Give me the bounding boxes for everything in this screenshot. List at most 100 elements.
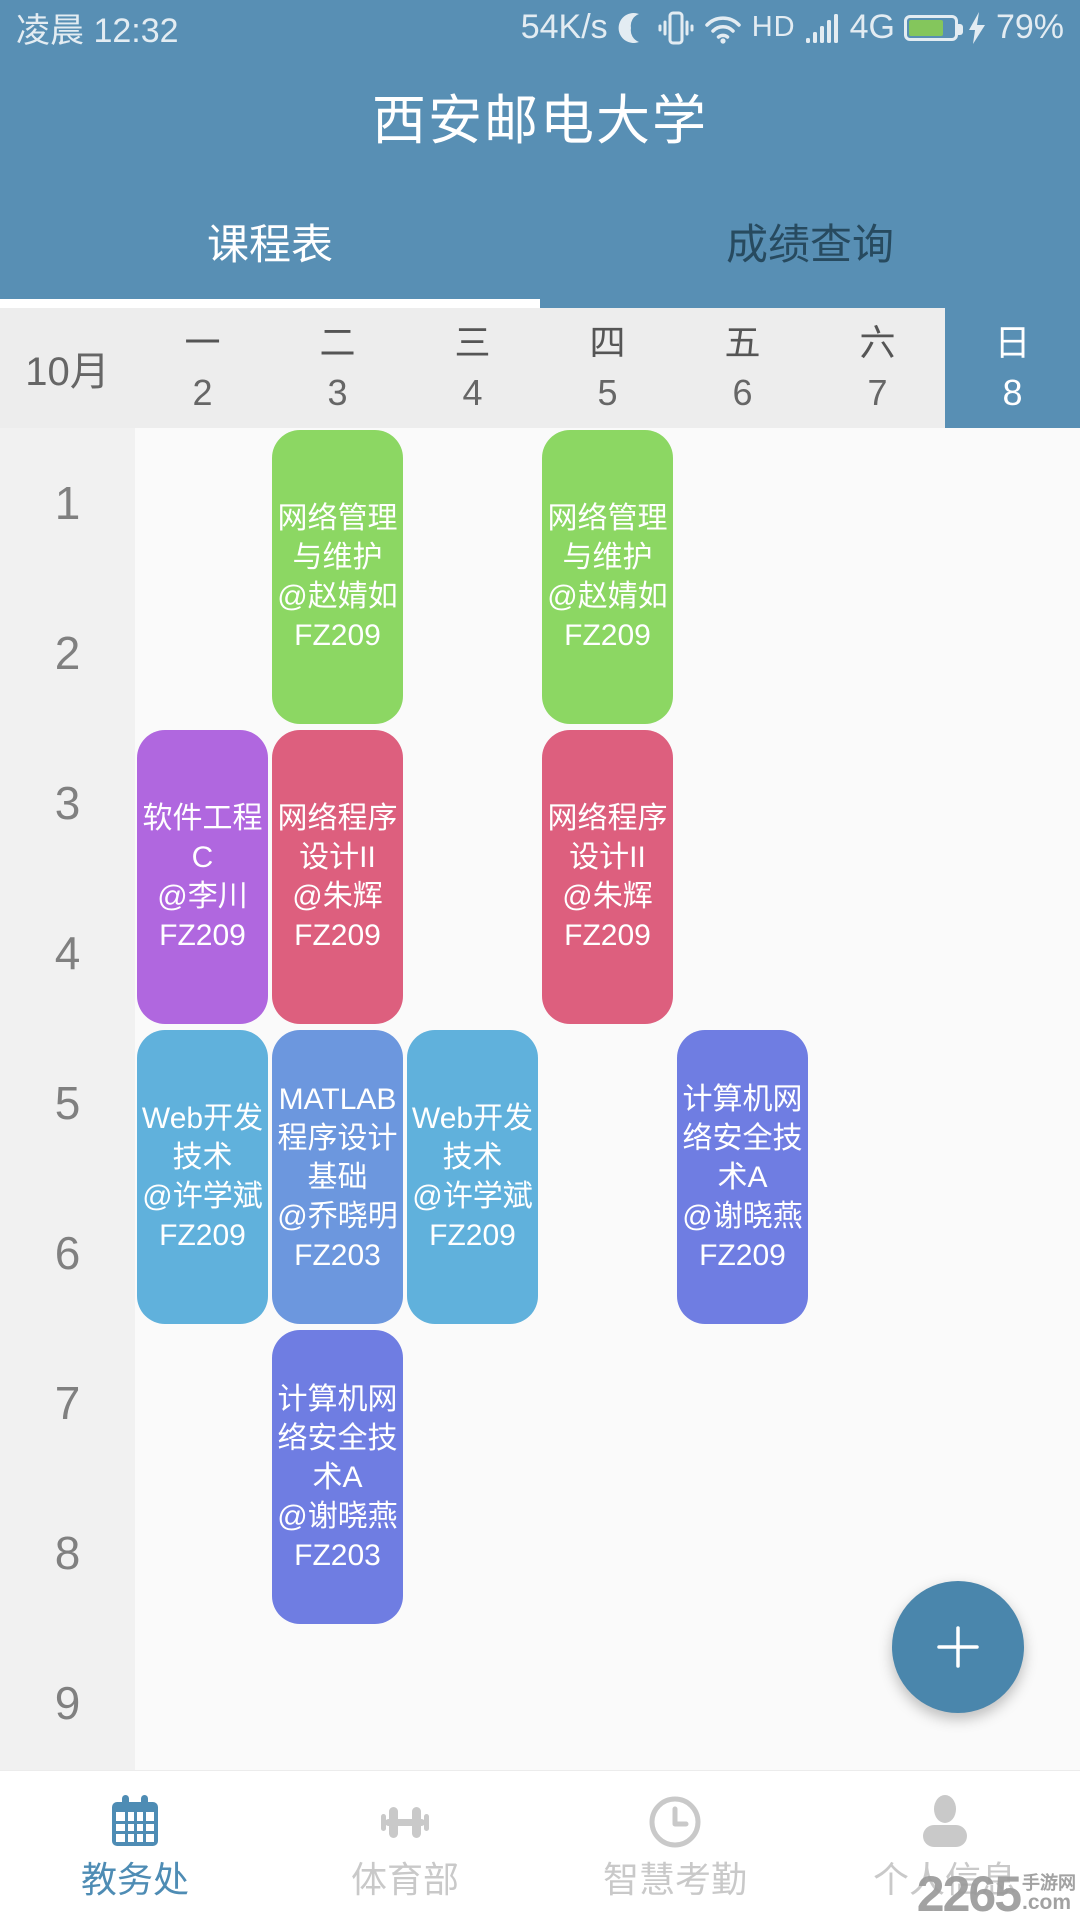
plus-icon	[937, 1626, 979, 1668]
course-block[interactable]: 网络管理与维护 @赵婧如 FZ209	[542, 430, 673, 724]
day-date: 4	[462, 372, 483, 413]
course-room: FZ209	[159, 919, 246, 952]
period-label-7: 7	[54, 1377, 81, 1429]
course-room: FZ209	[294, 919, 381, 952]
course-block[interactable]: 软件工程C @李川 FZ209	[137, 730, 268, 1024]
status-time: 凌晨 12:32	[16, 12, 179, 50]
tab-timetable[interactable]: 课程表	[206, 221, 333, 268]
course-title: MATLAB程序设计基础	[277, 1082, 398, 1194]
vibrate-icon	[658, 9, 694, 47]
battery-fill	[908, 19, 943, 36]
course-title: Web开发技术	[141, 1102, 264, 1174]
wifi-icon	[703, 12, 743, 44]
hd-indicator: HD	[751, 11, 796, 43]
day-name: 四	[589, 322, 626, 363]
clock-icon	[646, 1793, 704, 1856]
course-teacher: @李川	[157, 880, 248, 913]
nav-item-profile[interactable]: 个人信息	[810, 1771, 1080, 1920]
person-icon	[916, 1793, 974, 1856]
active-tab-indicator	[0, 299, 540, 308]
watermark-number: 2265	[916, 1866, 1022, 1920]
page-title: 西安邮电大学	[372, 90, 708, 151]
course-room: FZ209	[294, 619, 381, 652]
course-block[interactable]: 网络程序设计II @朱辉 FZ209	[542, 730, 673, 1024]
watermark: 2265 手游网 .com	[916, 1866, 1076, 1920]
tab-bar: 课程表 成绩查询	[0, 175, 1080, 308]
day-date: 7	[867, 372, 888, 413]
course-title: 网络程序设计II	[277, 802, 398, 874]
period-label-5: 5	[54, 1077, 81, 1129]
battery-icon	[903, 14, 963, 41]
course-title: 计算机网络安全技术A	[277, 1382, 398, 1494]
course-teacher: @谢晓燕	[277, 1499, 398, 1533]
course-teacher: @许学斌	[142, 1180, 263, 1213]
period-label-3: 3	[54, 777, 81, 829]
network-type: 4G	[849, 8, 895, 46]
course-room: FZ209	[564, 919, 651, 952]
course-teacher: @谢晓燕	[682, 1199, 803, 1233]
day-name: 一	[184, 322, 221, 363]
course-title: 计算机网络安全技术A	[682, 1082, 803, 1194]
course-title: 网络程序设计II	[547, 802, 668, 874]
period-label-8: 8	[54, 1527, 81, 1579]
status-bar: 凌晨 12:32 54K/s	[0, 0, 1080, 55]
network-speed: 54K/s	[520, 8, 608, 46]
dumbbell-icon	[376, 1793, 434, 1856]
moon-icon	[617, 11, 649, 45]
course-teacher: @许学斌	[412, 1180, 533, 1213]
nav-label: 个人信息	[872, 1859, 1017, 1900]
course-block[interactable]: 计算机网络安全技术A @谢晓燕 FZ209	[677, 1030, 808, 1324]
tab-grades[interactable]: 成绩查询	[725, 221, 894, 268]
course-block[interactable]: Web开发技术 @许学斌 FZ209	[137, 1030, 268, 1324]
watermark-tag: 手游网	[1022, 1873, 1076, 1893]
day-name: 日	[994, 322, 1031, 363]
course-room: FZ209	[159, 1219, 246, 1252]
course-title: 软件工程C	[142, 802, 263, 874]
course-teacher: @朱辉	[562, 880, 653, 913]
day-date: 3	[327, 372, 348, 413]
course-room: FZ209	[699, 1238, 786, 1272]
course-title: 网络管理与维护	[277, 502, 398, 574]
nav-item-attendance[interactable]: 智慧考勤	[540, 1771, 810, 1920]
nav-item-sports[interactable]: 体育部	[270, 1771, 540, 1920]
battery-percent: 79%	[995, 8, 1064, 46]
period-label-4: 4	[54, 927, 81, 979]
period-label-9: 9	[54, 1677, 81, 1729]
add-course-button[interactable]	[892, 1581, 1024, 1713]
course-block[interactable]: Web开发技术 @许学斌 FZ209	[407, 1030, 538, 1324]
nav-label: 体育部	[350, 1859, 459, 1900]
month-label: 10月	[25, 350, 110, 394]
charging-icon	[967, 11, 987, 44]
day-date: 6	[732, 372, 753, 413]
course-room: FZ209	[429, 1219, 516, 1252]
bottom-nav: 教务处 体育部 智慧考勤	[0, 1770, 1080, 1920]
day-date: 2	[192, 372, 213, 413]
day-name: 六	[859, 322, 896, 363]
day-date: 5	[597, 372, 618, 413]
course-room: FZ209	[564, 619, 651, 652]
nav-item-academic-affairs[interactable]: 教务处	[0, 1771, 270, 1920]
course-title: Web开发技术	[411, 1102, 534, 1174]
course-title: 网络管理与维护	[547, 502, 668, 574]
signal-icon	[805, 12, 841, 44]
day-name: 五	[724, 322, 761, 363]
course-teacher: @乔晓明	[277, 1199, 398, 1233]
course-teacher: @赵婧如	[547, 580, 668, 613]
day-date: 8	[1002, 372, 1023, 413]
watermark-suffix: .com	[1022, 1891, 1072, 1914]
